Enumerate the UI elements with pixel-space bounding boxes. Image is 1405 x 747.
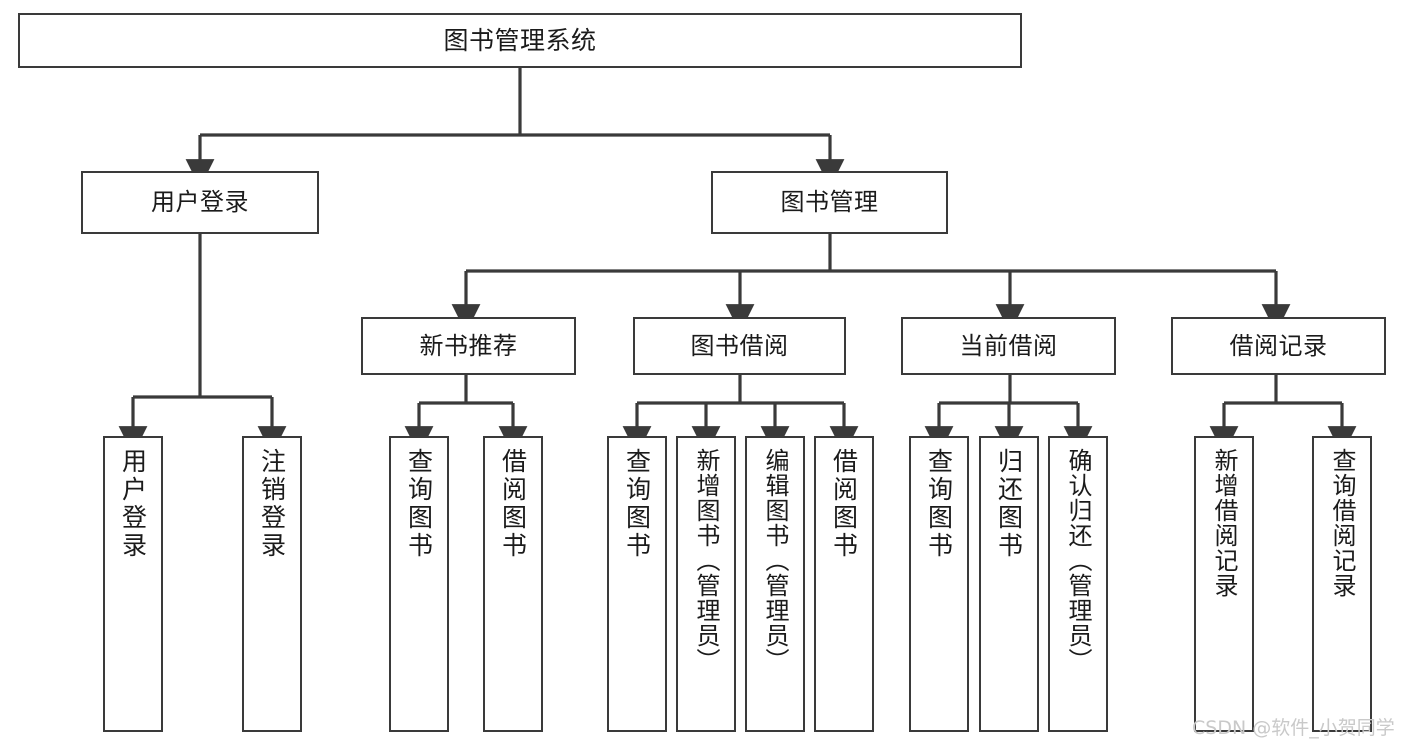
node-label: 编辑图书（管理员） [761, 448, 789, 673]
node-label: 图书管理系统 [443, 25, 597, 55]
node-book-management[interactable]: 图书管理 [711, 171, 948, 234]
node-label: 确认归还（管理员） [1064, 448, 1092, 673]
node-leaf-edit-book-admin[interactable]: 编辑图书（管理员） [745, 436, 805, 732]
node-leaf-borrow-book-recommend[interactable]: 借阅图书 [483, 436, 543, 732]
node-new-book-recommend[interactable]: 新书推荐 [361, 317, 576, 375]
node-label: 借阅记录 [1229, 331, 1328, 360]
node-label: 归还图书 [994, 448, 1024, 560]
node-leaf-add-borrow-record[interactable]: 新增借阅记录 [1194, 436, 1254, 732]
node-label: 查询图书 [404, 448, 434, 560]
node-label: 查询借阅记录 [1328, 448, 1356, 598]
node-current-borrow[interactable]: 当前借阅 [901, 317, 1116, 375]
node-borrow-record[interactable]: 借阅记录 [1171, 317, 1386, 375]
node-label: 用户登录 [151, 188, 249, 217]
node-leaf-logout[interactable]: 注销登录 [242, 436, 302, 732]
node-root-book-management-system[interactable]: 图书管理系统 [18, 13, 1022, 68]
node-label: 借阅图书 [498, 448, 528, 560]
node-label: 新增图书（管理员） [692, 448, 720, 673]
node-label: 用户登录 [118, 448, 148, 560]
node-leaf-query-book-recommend[interactable]: 查询图书 [389, 436, 449, 732]
node-leaf-query-book-current[interactable]: 查询图书 [909, 436, 969, 732]
node-leaf-query-borrow-record[interactable]: 查询借阅记录 [1312, 436, 1372, 732]
node-leaf-confirm-return-admin[interactable]: 确认归还（管理员） [1048, 436, 1108, 732]
node-label: 查询图书 [924, 448, 954, 560]
node-user-login[interactable]: 用户登录 [81, 171, 319, 234]
node-book-borrow[interactable]: 图书借阅 [633, 317, 846, 375]
node-leaf-user-login[interactable]: 用户登录 [103, 436, 163, 732]
node-leaf-add-book-admin[interactable]: 新增图书（管理员） [676, 436, 736, 732]
node-leaf-query-book-borrow[interactable]: 查询图书 [607, 436, 667, 732]
node-leaf-borrow-book[interactable]: 借阅图书 [814, 436, 874, 732]
node-label: 借阅图书 [829, 448, 859, 560]
node-label: 当前借阅 [959, 331, 1058, 360]
node-label: 新书推荐 [419, 331, 518, 360]
node-label: 新增借阅记录 [1210, 448, 1238, 598]
node-label: 注销登录 [257, 448, 287, 560]
node-label: 图书借阅 [690, 331, 789, 360]
node-label: 图书管理 [780, 188, 879, 217]
node-leaf-return-book[interactable]: 归还图书 [979, 436, 1039, 732]
csdn-watermark: CSDN @软件_小贺同学 [1192, 717, 1395, 739]
node-label: 查询图书 [622, 448, 652, 560]
